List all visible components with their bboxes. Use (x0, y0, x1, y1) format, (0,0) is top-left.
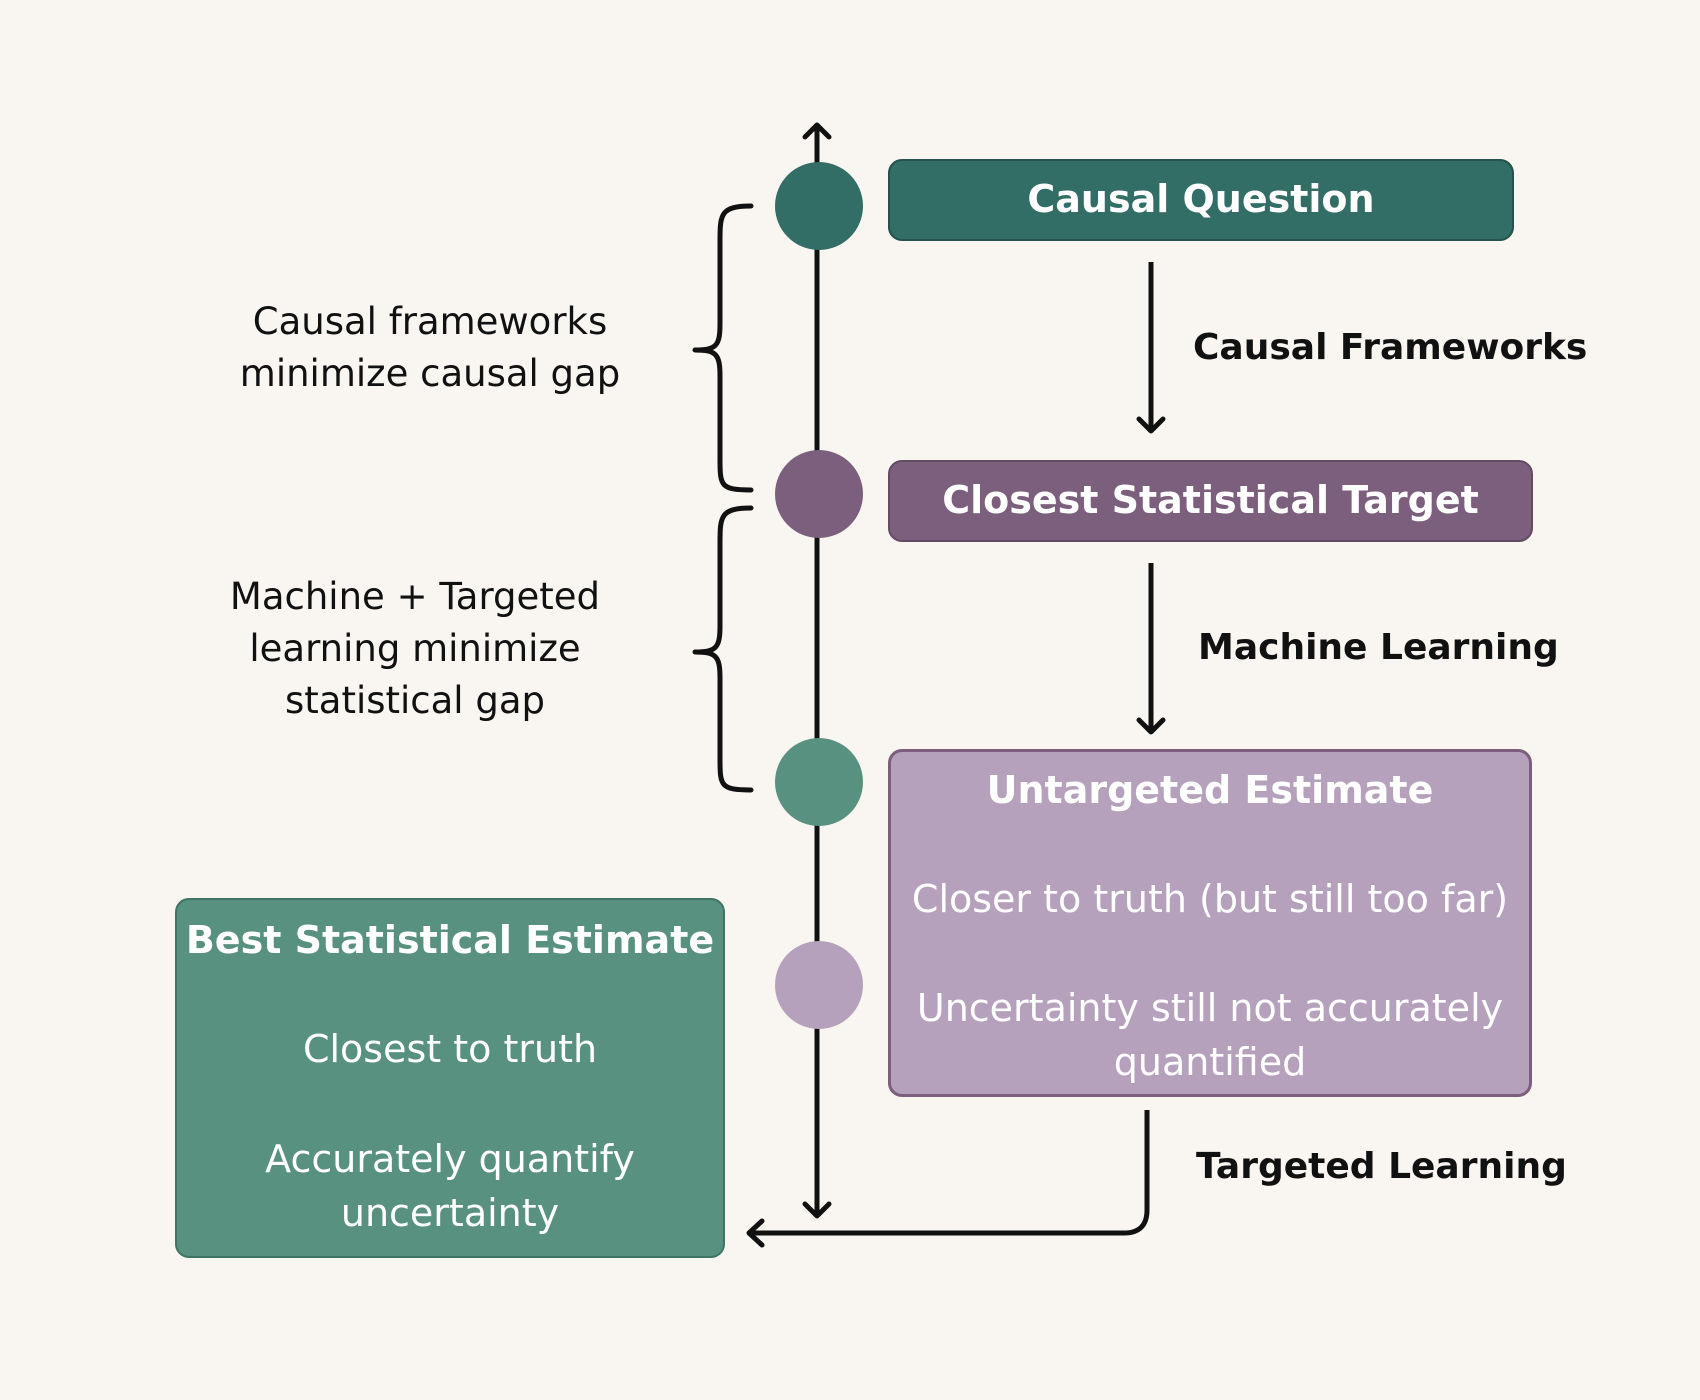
brace-statistical-gap (692, 505, 754, 793)
arrow-causal-frameworks-head (1136, 416, 1166, 434)
closest-statistical-target-box: Closest Statistical Target (888, 460, 1533, 542)
milestone-circle-closest-target (775, 450, 863, 538)
arrow-targeted-learning-head (746, 1218, 765, 1248)
untargeted-estimate-box: Untargeted Estimate Closer to truth (but… (888, 749, 1532, 1097)
untargeted-estimate-line-1: Closer to truth (but still too far) (911, 877, 1509, 921)
best-statistical-estimate-line-2a: Accurately quantify (265, 1137, 635, 1181)
milestone-circle-causal-question (775, 162, 863, 250)
best-statistical-estimate-box: Best Statistical Estimate Closest to tru… (175, 898, 725, 1258)
edge-label-targeted-learning: Targeted Learning (1196, 1146, 1567, 1187)
best-statistical-estimate-line-1: Closest to truth (302, 1027, 598, 1071)
causal-question-title: Causal Question (1027, 177, 1375, 222)
causal-gap-note-line-2: minimize causal gap (239, 351, 621, 395)
closest-statistical-target-title: Closest Statistical Target (942, 478, 1479, 523)
causal-gap-note: Causal frameworks minimize causal gap (200, 296, 660, 400)
arrow-targeted-learning (750, 1110, 1150, 1236)
untargeted-estimate-title: Untargeted Estimate (986, 768, 1434, 812)
axis-bottom-arrowhead (802, 1201, 832, 1219)
untargeted-estimate-line-2a: Uncertainty still not accurately (916, 986, 1504, 1030)
axis-top-arrowhead (802, 122, 832, 140)
statistical-gap-note-line-2: learning minimize (249, 626, 581, 670)
best-statistical-estimate-title: Best Statistical Estimate (185, 918, 715, 962)
brace-causal-gap (692, 203, 754, 493)
arrow-machine-learning-head (1136, 717, 1166, 735)
milestone-circle-untargeted (775, 738, 863, 826)
best-statistical-estimate-line-2b: uncertainty (340, 1191, 560, 1235)
statistical-gap-note-line-1: Machine + Targeted (229, 575, 601, 618)
statistical-gap-note-line-3: statistical gap (284, 678, 545, 722)
edge-label-machine-learning: Machine Learning (1198, 627, 1559, 668)
causal-question-box: Causal Question (888, 159, 1514, 241)
statistical-gap-note: Machine + Targeted learning minimize sta… (185, 571, 645, 726)
causal-gap-note-line-1: Causal frameworks (252, 300, 608, 343)
untargeted-estimate-line-2b: quantified (1113, 1040, 1307, 1084)
edge-label-causal-frameworks: Causal Frameworks (1193, 327, 1588, 368)
milestone-circle-best (775, 941, 863, 1029)
